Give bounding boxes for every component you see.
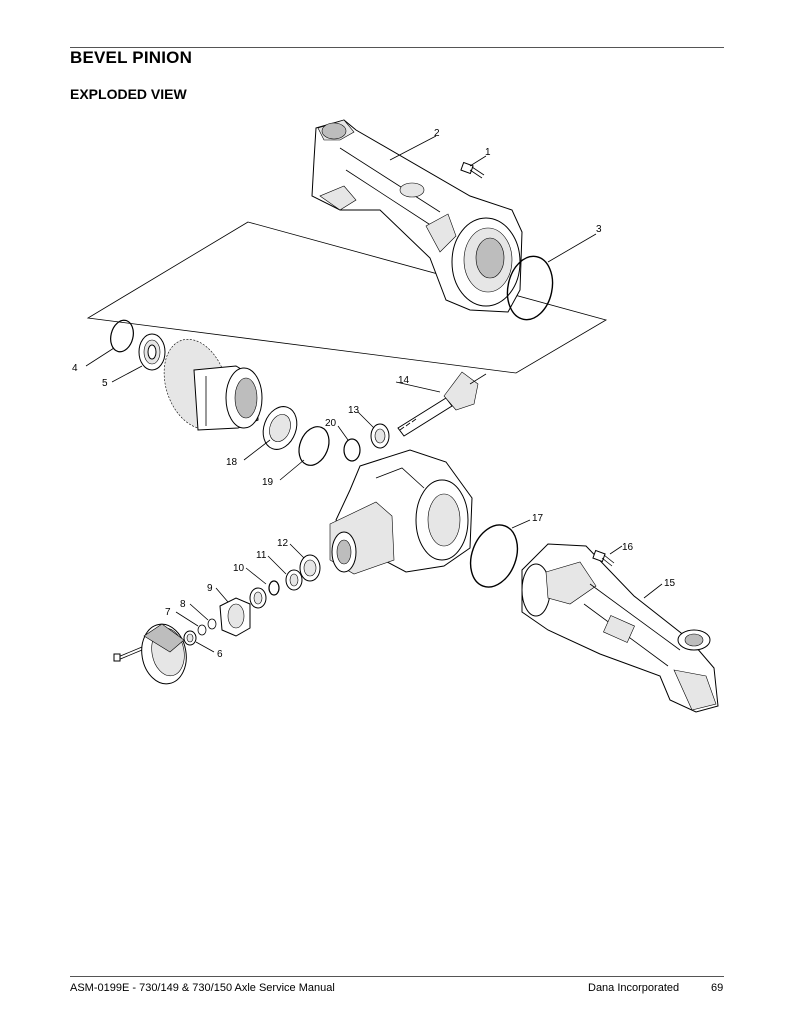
part-2-axle-housing-upper <box>311 119 523 313</box>
footer-company: Dana Incorporated <box>588 982 680 994</box>
callout-13: 13 <box>348 405 360 416</box>
callout-4: 4 <box>72 363 78 374</box>
cover-screw <box>113 646 143 662</box>
callout-16: 16 <box>622 542 634 553</box>
part-1-bolt <box>460 161 485 179</box>
callout-1: 1 <box>485 147 491 158</box>
sub-title: EXPLODED VIEW <box>70 86 187 102</box>
center-carrier-housing <box>329 449 473 575</box>
part-5-bearing <box>138 333 166 371</box>
part-12-bearing <box>299 554 321 582</box>
callout-11: 11 <box>256 550 267 561</box>
assembly-reference-frame <box>86 221 608 374</box>
part-18-bearing <box>262 406 298 450</box>
part-20-shim <box>343 438 361 462</box>
callout-15: 15 <box>664 578 676 589</box>
callout-18: 18 <box>226 457 238 468</box>
callout-6: 6 <box>217 649 223 660</box>
callout-10: 10 <box>233 563 245 574</box>
part-7-washer <box>197 624 207 636</box>
part-9-flange <box>219 597 251 637</box>
callout-8: 8 <box>180 599 186 610</box>
part-15-axle-housing-lower <box>521 543 719 713</box>
ring-gear-differential <box>163 338 263 431</box>
part-19-o-ring <box>298 426 330 466</box>
footer-page-number: 69 <box>711 982 724 994</box>
callout-12: 12 <box>277 538 289 549</box>
footer-rule <box>70 976 724 977</box>
part-10-seal <box>249 587 267 609</box>
part-16-bolt <box>592 549 615 567</box>
footer-manual-title: ASM-0199E - 730/149 & 730/150 Axle Servi… <box>70 982 335 994</box>
part-6-nut <box>183 630 197 646</box>
callout-7: 7 <box>165 607 171 618</box>
part-10-washer <box>268 580 280 596</box>
callout-2: 2 <box>434 128 440 139</box>
callout-9: 9 <box>207 583 213 594</box>
part-4-ring <box>110 319 134 353</box>
callout-17: 17 <box>532 513 544 524</box>
callout-5: 5 <box>102 378 108 389</box>
callout-3: 3 <box>596 224 602 235</box>
callout-19: 19 <box>262 477 274 488</box>
part-13-bearing <box>370 423 390 449</box>
callout-14: 14 <box>398 375 410 386</box>
part-14-bevel-pinion <box>397 371 487 437</box>
part-3-o-ring <box>506 255 554 321</box>
part-17-o-ring <box>469 524 519 588</box>
exploded-view-drawing: 2 1 3 4 5 14 13 20 18 19 17 16 15 12 11 … <box>72 119 719 713</box>
part-8-o-ring <box>207 618 217 630</box>
section-title: BEVEL PINION <box>70 48 193 67</box>
leader-lines <box>85 135 663 653</box>
header-rule <box>70 47 724 48</box>
part-11-spacer <box>285 569 303 591</box>
callout-20: 20 <box>325 418 337 429</box>
cover-drum <box>141 623 187 685</box>
